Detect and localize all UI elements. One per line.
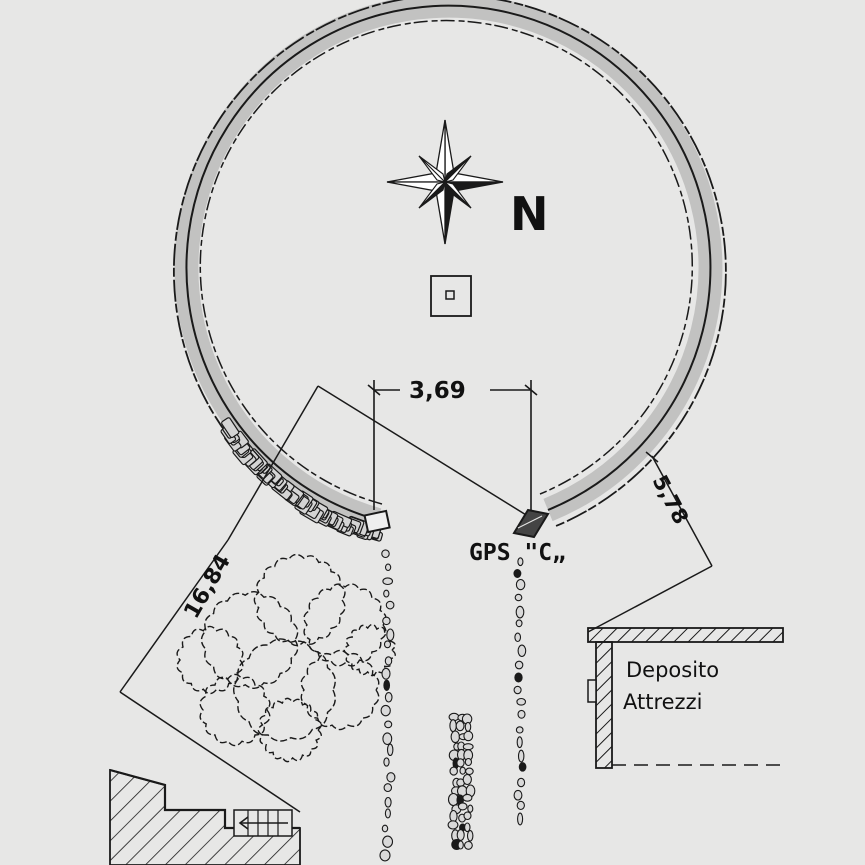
wall-stone (221, 417, 240, 439)
path-stone (382, 835, 394, 848)
wall-end-block (363, 509, 391, 534)
path-stone (459, 766, 466, 775)
path-stone (457, 840, 464, 850)
building-label-line1: Deposito (626, 658, 719, 682)
path-stone (467, 804, 474, 813)
path-stone (515, 726, 524, 734)
path-stone (513, 789, 523, 801)
path-stone (382, 577, 394, 586)
tree-icon (176, 553, 396, 763)
path-stone (514, 660, 524, 670)
path-stone (516, 697, 527, 706)
path-stone (517, 644, 527, 658)
path-stone (516, 800, 525, 811)
path-stone (381, 549, 390, 559)
tree-canopy-lobe (200, 591, 299, 689)
stone-paths (379, 549, 527, 862)
path-stone (517, 557, 524, 567)
path-stone (381, 824, 389, 833)
path-stone (386, 628, 395, 642)
circular-stone-wall (173, 0, 727, 542)
path-stone (449, 766, 458, 776)
path-stone (384, 796, 392, 808)
path-stone (518, 762, 527, 772)
path-stone (517, 812, 524, 826)
path-stone (384, 720, 393, 729)
tree-canopy-lobe (176, 625, 244, 695)
path-stone (515, 605, 525, 619)
path-stone (381, 667, 391, 680)
path-stone (517, 777, 526, 788)
path-stone (382, 616, 391, 626)
path-stone (513, 569, 522, 578)
path-stone (462, 773, 472, 786)
dimension-right (587, 451, 713, 633)
path-stone (384, 563, 392, 572)
path-stone (457, 802, 468, 811)
dimension-left (119, 385, 319, 813)
path-stone (455, 720, 465, 732)
path-stone (449, 809, 458, 823)
tree-canopy-lobe (199, 673, 271, 747)
staircase-structure (109, 768, 301, 865)
path-stone (456, 829, 465, 841)
path-stone (447, 820, 459, 830)
path-stone (464, 757, 473, 767)
path-stone (384, 808, 391, 819)
path-stone (513, 685, 522, 695)
path-stone (514, 632, 522, 643)
path-stone (517, 749, 525, 763)
deposito-building (587, 627, 784, 769)
path-stone (517, 709, 526, 719)
building-label-line2: Attrezzi (623, 690, 702, 714)
path-stone (456, 758, 465, 768)
path-stone (386, 743, 394, 757)
path-stone (383, 679, 391, 691)
compass-rose-icon (386, 119, 504, 245)
tree-canopy-lobe (253, 553, 346, 647)
path-stone (514, 672, 523, 683)
path-stone (466, 830, 474, 842)
path-stone (386, 772, 396, 783)
survey-line-diagonal (317, 385, 532, 519)
path-stone (463, 811, 472, 821)
dimension-top (367, 380, 538, 510)
path-stone (383, 783, 393, 793)
path-stone (449, 719, 457, 733)
path-stone (379, 849, 391, 862)
path-stone (450, 730, 461, 744)
path-stone (464, 721, 472, 732)
path-stone (384, 692, 393, 703)
tree-canopy-lobe (257, 697, 322, 763)
tree-canopy-lobe (233, 638, 336, 742)
dimension-top-label: 3,69 (409, 378, 466, 404)
stair-arrow-icon (238, 816, 288, 830)
tree-canopy-lobe (300, 649, 380, 731)
path-stone (465, 767, 474, 776)
path-stone (464, 822, 471, 833)
central-survey-marker (430, 275, 472, 317)
path-stone (463, 840, 473, 850)
north-label: N (510, 187, 549, 241)
path-stone (380, 704, 391, 717)
dimension-left-label: 16,84 (180, 550, 236, 623)
tree-canopy-lobe (303, 583, 387, 667)
path-stone (384, 656, 393, 666)
gps-marker-icon (512, 508, 550, 539)
path-stone (515, 578, 526, 591)
path-stone (383, 589, 390, 598)
path-stone (516, 736, 523, 749)
path-stone (514, 593, 523, 602)
path-stone (462, 743, 474, 751)
path-stone (383, 757, 390, 767)
path-stone (463, 730, 474, 742)
path-stone (515, 619, 523, 628)
path-stone (385, 600, 395, 610)
path-stone (382, 732, 393, 746)
dimension-right-label: 5,78 (648, 471, 694, 528)
path-stone (383, 640, 392, 649)
path-stone (462, 793, 473, 802)
